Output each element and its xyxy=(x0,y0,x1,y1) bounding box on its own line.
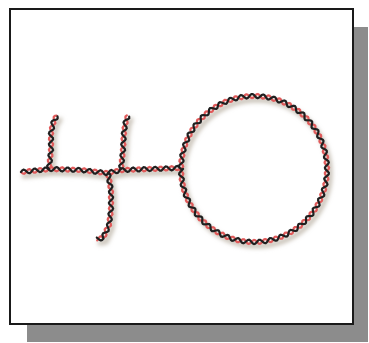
diagram-frame xyxy=(9,8,354,325)
wire-strand-black xyxy=(21,94,329,244)
wire-shadow xyxy=(24,100,330,246)
twisted-wire-diagram xyxy=(11,10,352,323)
